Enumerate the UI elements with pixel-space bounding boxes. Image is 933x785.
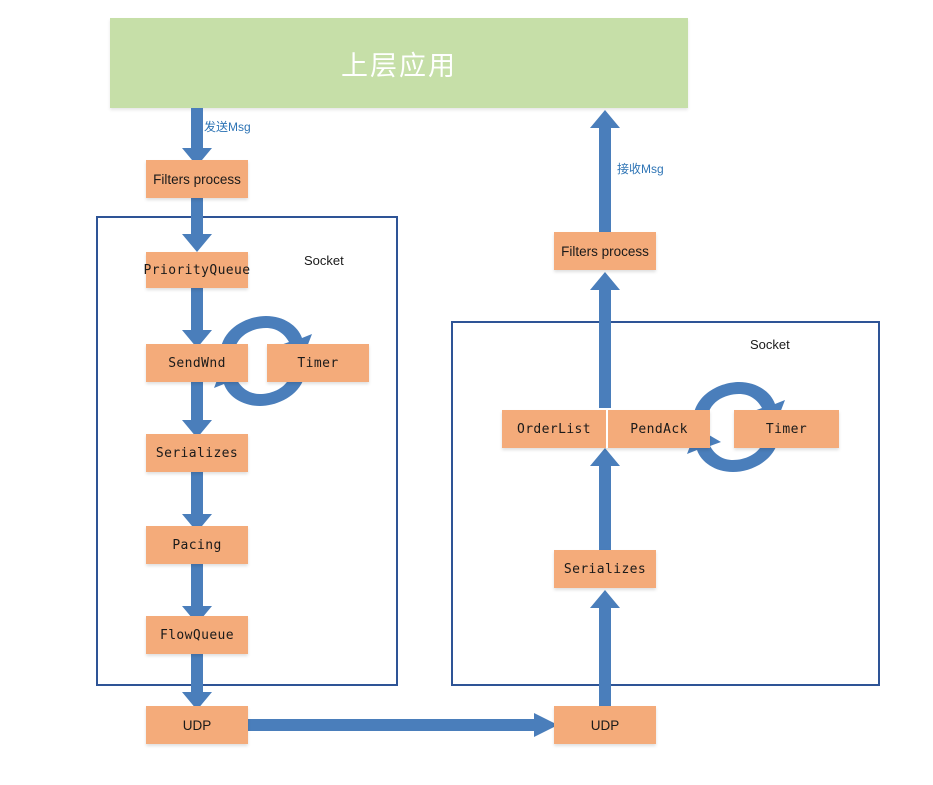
send-wnd-label: SendWnd (168, 355, 226, 371)
pend-ack-box: PendAck (606, 410, 710, 448)
arrow-banner-to-filters (182, 108, 212, 166)
arrow-recv-udp-to-serializes (590, 590, 620, 712)
send-socket-group-label: Socket (304, 253, 344, 268)
send-udp-box: UDP (146, 706, 248, 744)
send-filters-process-label: Filters process (153, 171, 241, 187)
upper-application-banner: 上层应用 (110, 18, 688, 108)
send-msg-label: 发送Msg (204, 120, 251, 134)
send-serializes-box: Serializes (146, 434, 248, 472)
flow-queue-label: FlowQueue (159, 627, 235, 643)
send-socket-group (96, 216, 398, 686)
order-list-label: OrderList (516, 421, 592, 437)
send-serializes-label: Serializes (155, 445, 239, 461)
arrow-flowqueue-to-udp (182, 652, 212, 710)
recv-filters-process-label: Filters process (561, 243, 649, 259)
send-filters-process-box: Filters process (146, 160, 248, 198)
pacing-label: Pacing (172, 537, 222, 553)
flow-queue-box: FlowQueue (146, 616, 248, 654)
send-udp-label: UDP (182, 717, 212, 733)
arrow-serializes-to-pacing (182, 470, 212, 532)
arrow-priorityqueue-to-sendwnd (182, 286, 212, 348)
pacing-box: Pacing (146, 526, 248, 564)
recv-udp-label: UDP (590, 717, 620, 733)
arrow-orderlist-to-recv-filters (590, 272, 620, 408)
send-timer-box: Timer (267, 344, 369, 382)
recv-socket-group-label: Socket (750, 337, 790, 352)
recv-msg-label: 接收Msg (617, 162, 664, 176)
arrow-recv-filters-to-banner (590, 110, 620, 232)
recv-serializes-label: Serializes (563, 561, 647, 577)
arrow-pacing-to-flowqueue (182, 562, 212, 624)
recv-udp-box: UDP (554, 706, 656, 744)
order-list-box: OrderList (502, 410, 606, 448)
priority-queue-box: PriorityQueue (143, 252, 251, 288)
send-wnd-box: SendWnd (146, 344, 248, 382)
priority-queue-label: PriorityQueue (143, 262, 251, 278)
recv-filters-process-box: Filters process (554, 232, 656, 270)
recv-timer-label: Timer (765, 421, 808, 437)
pend-ack-label: PendAck (630, 421, 688, 437)
arrow-filters-to-priorityqueue (182, 196, 212, 252)
arrow-sendwnd-to-serializes (182, 380, 212, 438)
send-timer-label: Timer (297, 355, 339, 371)
orderlist-pendack-pair: OrderList PendAck (502, 410, 710, 448)
arrow-serializes-to-orderlist (590, 448, 620, 552)
recv-timer-box: Timer (734, 410, 839, 448)
recv-serializes-box: Serializes (554, 550, 656, 588)
arrow-udp-to-udp (246, 713, 558, 737)
banner-title: 上层应用 (341, 50, 457, 81)
recv-socket-group (451, 321, 880, 686)
